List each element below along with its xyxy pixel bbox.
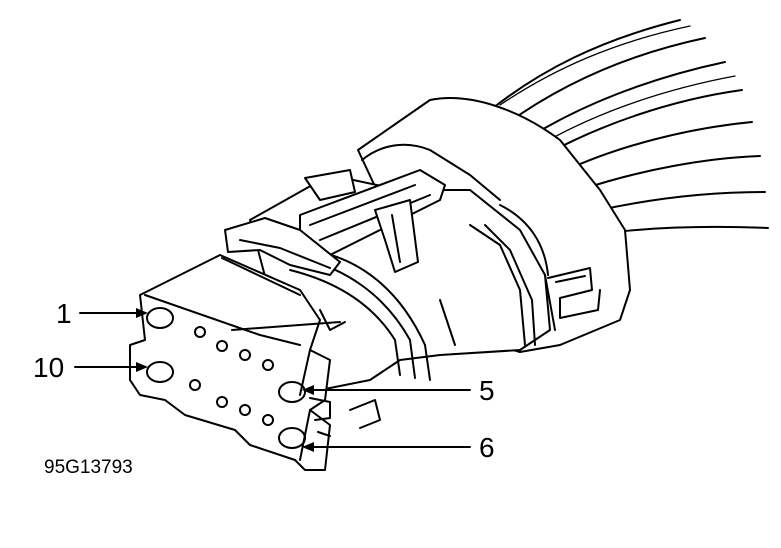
callout-10: 10 xyxy=(33,352,64,383)
leader-lines xyxy=(74,308,471,452)
callout-1: 1 xyxy=(56,298,72,329)
figure-code: 95G13793 xyxy=(44,457,133,478)
callout-6: 6 xyxy=(479,432,495,463)
connector-front-face xyxy=(129,254,381,471)
arrow-1-icon xyxy=(136,308,148,318)
terminal-cavities xyxy=(146,307,306,449)
arrow-6-icon xyxy=(302,442,314,452)
locking-clip xyxy=(224,169,446,276)
callout-5: 5 xyxy=(479,375,495,406)
arrow-10-icon xyxy=(136,362,148,372)
arrow-5-icon xyxy=(302,385,314,395)
wire-bundle xyxy=(487,19,769,233)
